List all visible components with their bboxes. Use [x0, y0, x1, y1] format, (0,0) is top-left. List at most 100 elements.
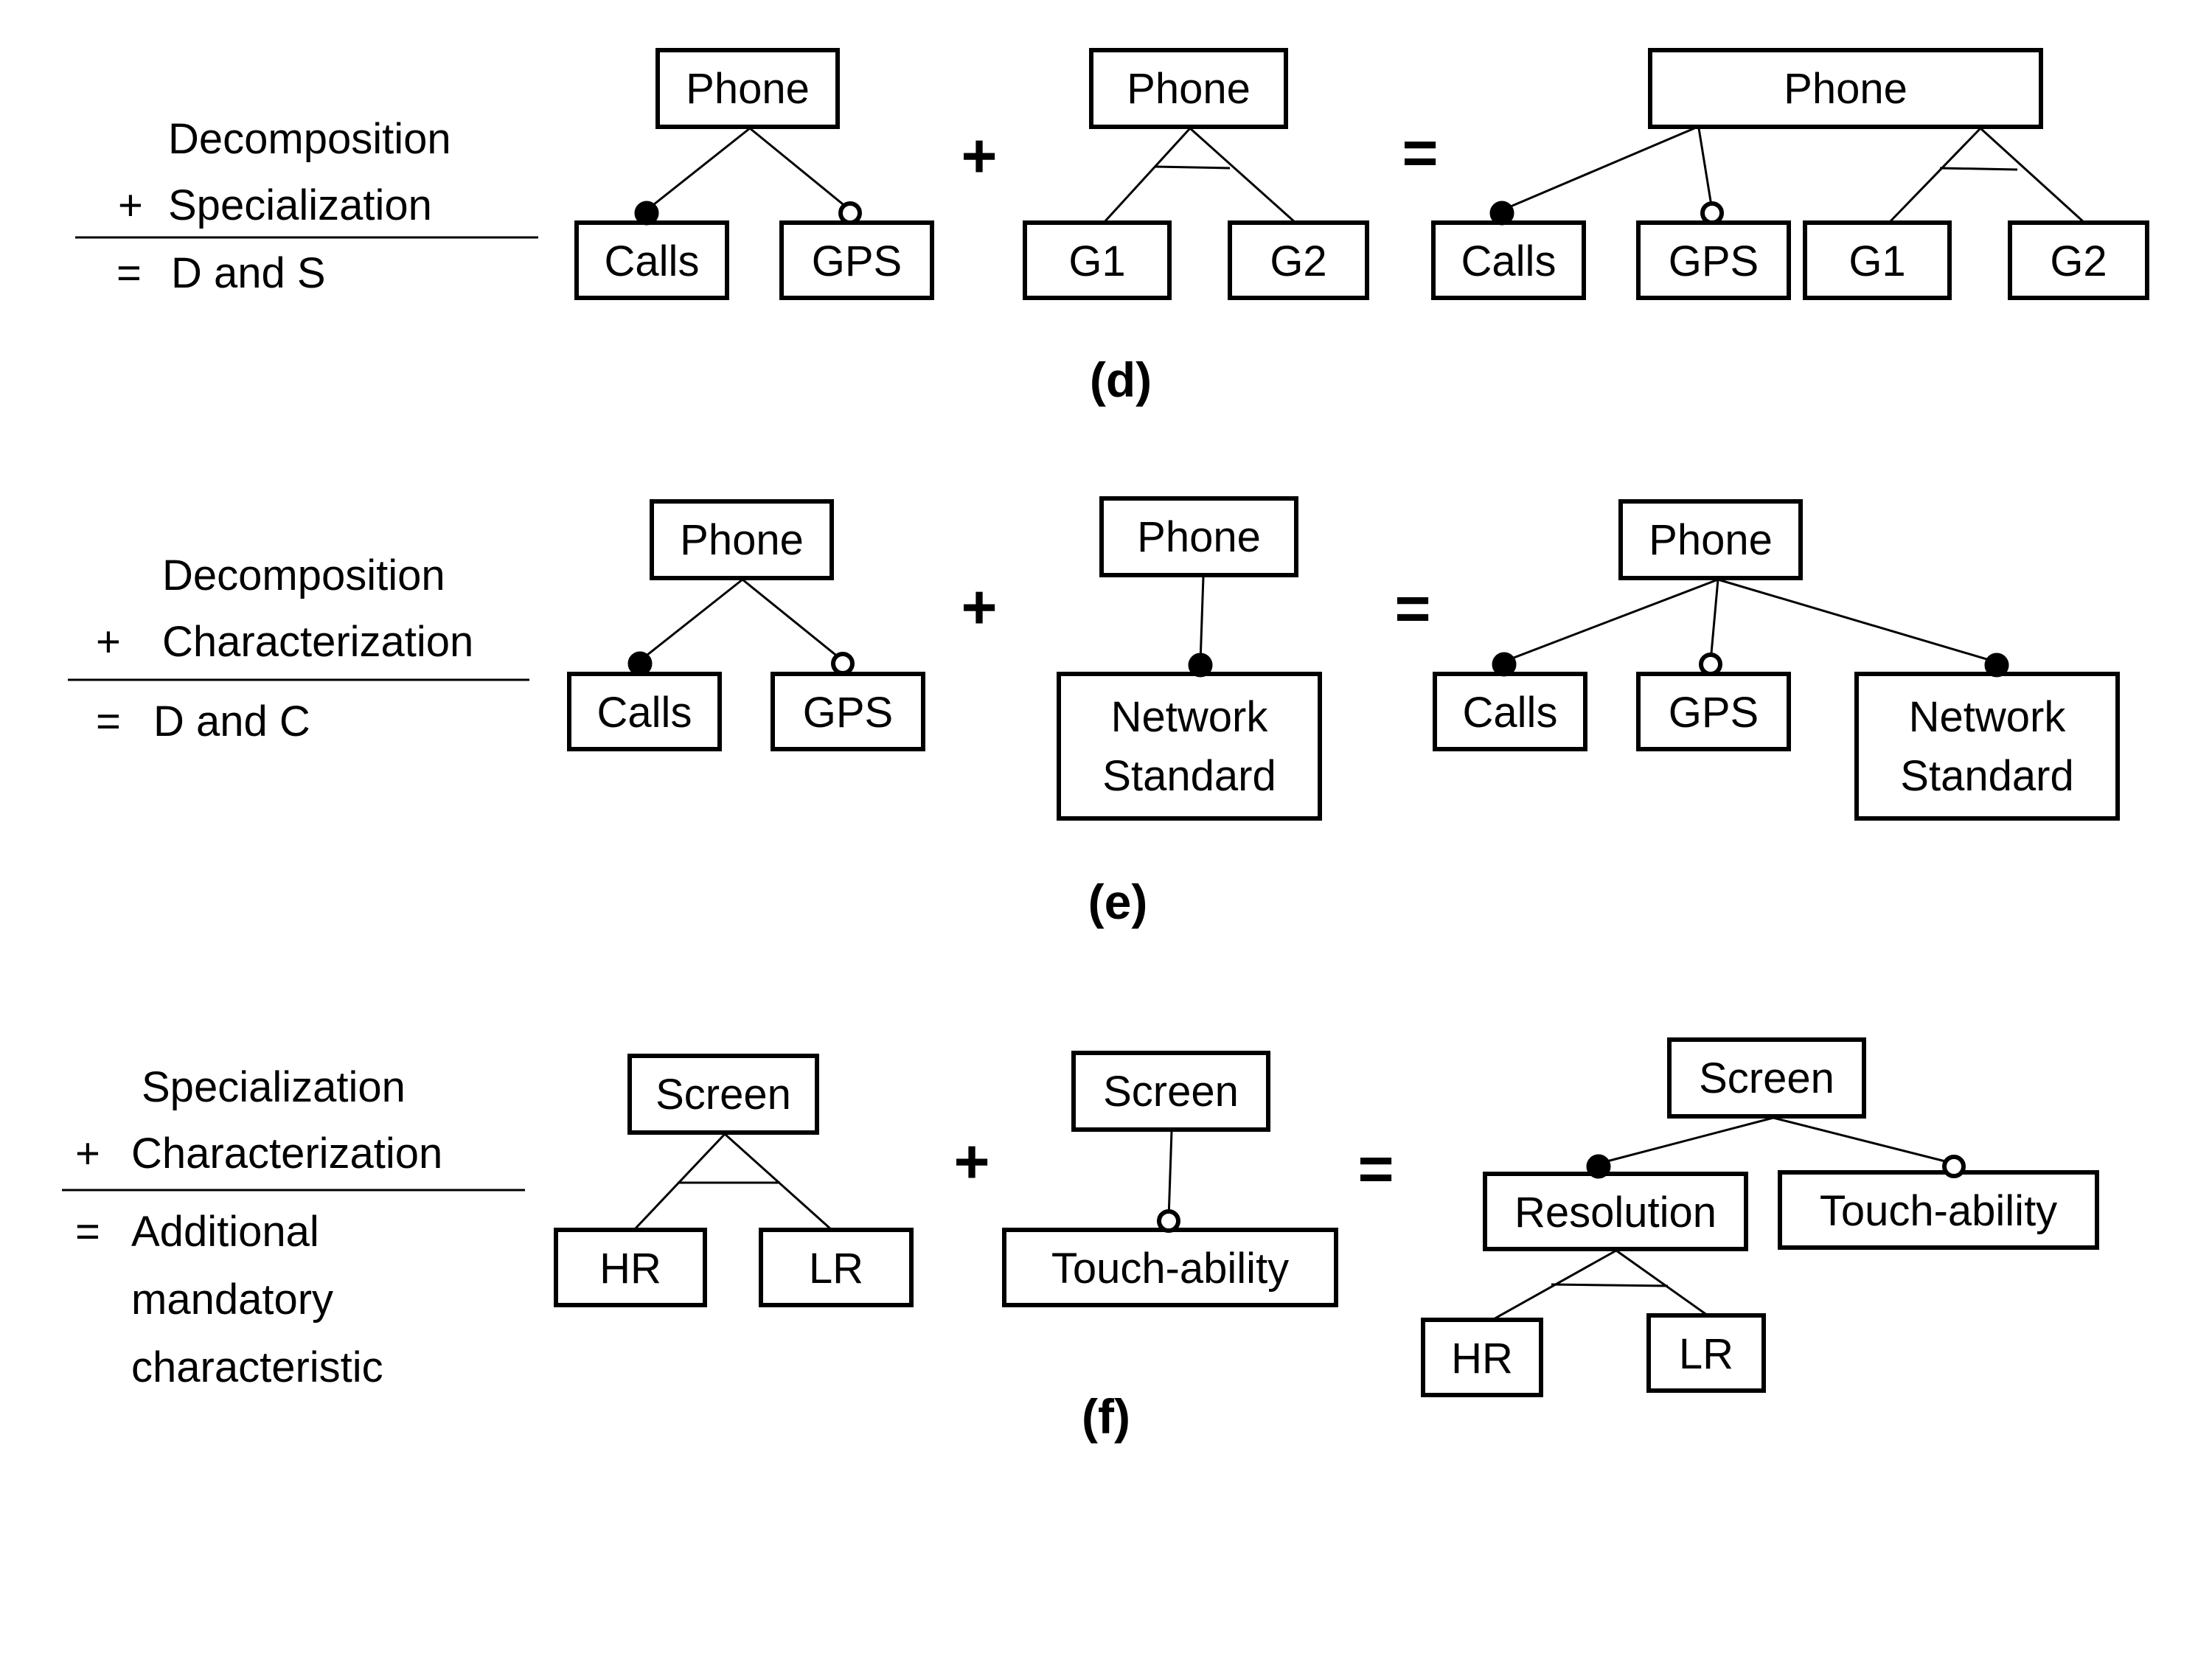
legend-f-result-line3: characteristic — [131, 1343, 383, 1391]
edge — [1503, 578, 1719, 663]
feature-label: LR — [1679, 1330, 1733, 1378]
edge — [1501, 127, 1695, 212]
feature-label: G1 — [1848, 237, 1905, 285]
edge — [1167, 1130, 1173, 1219]
tree-e3: Phone Calls GPS Network Standard — [1433, 499, 2120, 821]
caption-f: (f) — [1082, 1389, 1130, 1444]
feature-box — [554, 1228, 707, 1307]
edge — [1717, 578, 1997, 664]
feature-label: LR — [809, 1245, 863, 1293]
legend-d: Decomposition + Specialization = D and S — [75, 115, 538, 297]
feature-box — [771, 672, 925, 751]
mandatory-marker — [627, 651, 653, 676]
edge — [1199, 576, 1205, 663]
feature-box — [1803, 220, 1952, 300]
optional-marker — [1700, 201, 1724, 225]
feature-box — [1483, 1172, 1748, 1251]
edge — [646, 127, 751, 212]
feature-label: Phone — [680, 516, 804, 564]
optional-marker — [1699, 653, 1722, 676]
feature-label: GPS — [803, 689, 894, 737]
feature-label: Touch-ability — [1051, 1245, 1289, 1293]
feature-label: Calls — [605, 237, 700, 285]
edge — [1979, 127, 2086, 224]
tree-d2: Phone G1 G2 — [1023, 48, 1369, 300]
feature-box — [759, 1228, 914, 1307]
feature-label: HR — [1451, 1335, 1513, 1382]
edge — [1615, 1249, 1708, 1317]
panel-d: Decomposition + Specialization = D and S… — [75, 48, 2149, 407]
plus-sign-d: + — [961, 121, 997, 190]
feature-box — [574, 220, 729, 300]
mandatory-marker — [634, 201, 659, 226]
feature-box — [1648, 48, 2043, 129]
feature-label-line1: Network — [1909, 693, 2067, 741]
feature-label: Calls — [597, 689, 692, 737]
optional-marker — [831, 652, 855, 675]
legend-f-op1: + — [75, 1130, 100, 1178]
feature-label: GPS — [1669, 237, 1759, 285]
feature-box — [1636, 220, 1791, 300]
feature-box — [1618, 499, 1803, 580]
feature-box — [1023, 220, 1172, 300]
edge — [742, 578, 844, 662]
alternative-arc — [1939, 167, 2018, 171]
legend-f-line2: Characterization — [131, 1130, 442, 1178]
feature-box — [1667, 1037, 1866, 1119]
edge — [1888, 127, 1982, 224]
edge — [1709, 579, 1719, 662]
feature-box — [1071, 1051, 1270, 1132]
tree-f2: Screen Touch-ability — [1002, 1051, 1338, 1307]
feature-label: G1 — [1068, 237, 1125, 285]
legend-e-op2: = — [96, 698, 121, 745]
plus-sign-e: + — [961, 572, 997, 641]
feature-label-line2: Standard — [1102, 752, 1276, 800]
feature-label: Calls — [1463, 689, 1558, 737]
feature-box — [1421, 1318, 1543, 1397]
feature-label: Phone — [1649, 516, 1773, 564]
mandatory-marker — [1188, 653, 1213, 678]
feature-label: Touch-ability — [1820, 1187, 2057, 1235]
legend-e: Decomposition + Characterization = D and… — [68, 552, 529, 745]
feature-box — [1778, 1170, 2099, 1250]
tree-e2: Phone Network Standard — [1057, 496, 1322, 821]
caption-d: (d) — [1090, 352, 1152, 407]
legend-f: Specialization + Characterization = Addi… — [62, 1063, 525, 1391]
legend-f-result-line2: mandatory — [131, 1276, 333, 1324]
legend-f-op2: = — [75, 1208, 100, 1256]
feature-box — [1646, 1313, 1766, 1393]
feature-label: Phone — [686, 65, 810, 113]
edge — [639, 578, 743, 662]
optional-marker — [1157, 1209, 1180, 1233]
feature-label: Phone — [1127, 65, 1251, 113]
feature-box — [1057, 672, 1322, 821]
feature-label: Resolution — [1514, 1189, 1717, 1237]
feature-box — [1089, 48, 1288, 129]
feature-label: Screen — [1699, 1054, 1834, 1102]
feature-box — [1431, 220, 1586, 300]
feature-box — [1099, 496, 1298, 577]
feature-label: G2 — [1270, 237, 1326, 285]
legend-d-result: D and S — [171, 249, 326, 297]
legend-d-line1: Decomposition — [168, 115, 451, 163]
feature-box — [1433, 672, 1587, 751]
edge — [1773, 1116, 1955, 1165]
feature-label: Screen — [655, 1071, 791, 1119]
feature-box — [567, 672, 722, 751]
tree-d1: Phone Calls GPS — [574, 48, 934, 300]
panel-f: Specialization + Characterization = Addi… — [62, 1037, 2099, 1444]
mandatory-marker — [1586, 1154, 1611, 1179]
mandatory-marker — [1492, 652, 1517, 677]
mandatory-marker — [1984, 653, 2009, 678]
feature-box — [2008, 220, 2149, 300]
feature-label: Screen — [1103, 1068, 1239, 1116]
equals-sign-f: = — [1357, 1134, 1394, 1203]
feature-box — [650, 499, 834, 580]
edge — [749, 127, 851, 212]
tree-e1: Phone Calls GPS — [567, 499, 925, 751]
feature-label: G2 — [2050, 237, 2107, 285]
feature-label: Phone — [1137, 513, 1261, 561]
equals-sign-e: = — [1394, 574, 1430, 643]
feature-box — [1636, 672, 1791, 751]
